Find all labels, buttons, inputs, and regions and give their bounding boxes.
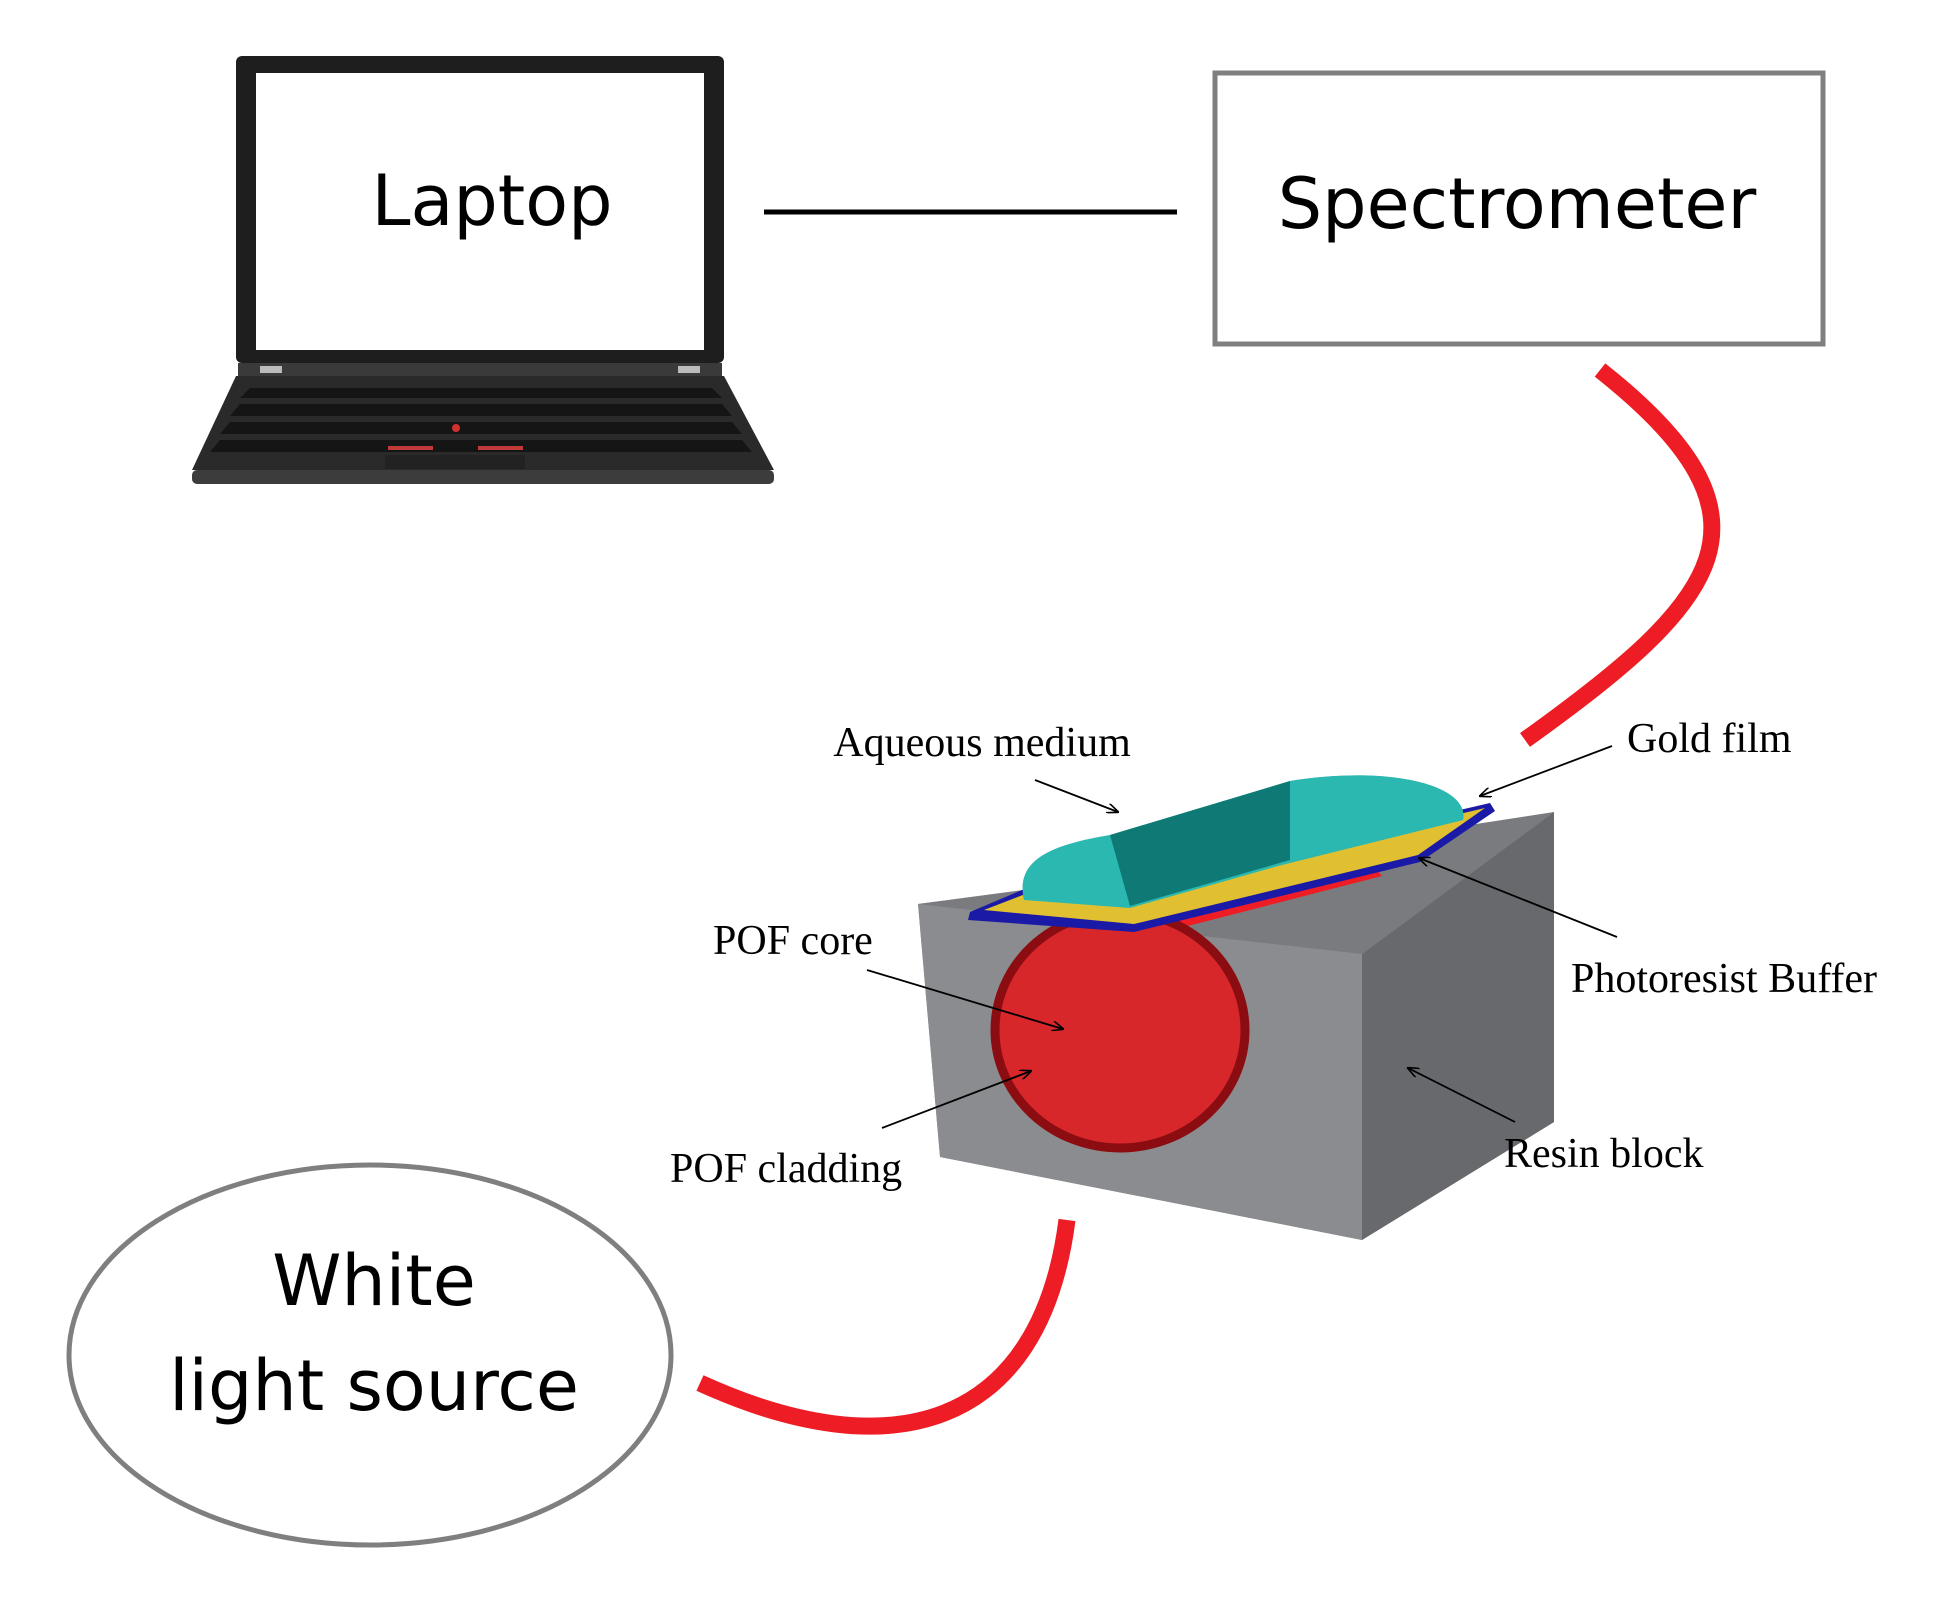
laptop-label: Laptop xyxy=(371,160,612,242)
spectrometer-label: Spectrometer xyxy=(1278,163,1757,245)
light-source-label-line2: light source xyxy=(169,1345,579,1427)
light-source-label-line1: White xyxy=(272,1240,476,1322)
pof-core-label: POF core xyxy=(713,918,873,964)
spectrometer-box: Spectrometer xyxy=(1212,70,1826,347)
photoresist-buffer-label: Photoresist Buffer xyxy=(1571,956,1877,1002)
laptop-screen xyxy=(256,73,704,350)
spr-sensor xyxy=(918,775,1554,1240)
pof-core xyxy=(990,907,1250,1153)
gold-film-label: Gold film xyxy=(1627,716,1792,762)
output-fiber xyxy=(1520,363,1721,747)
aqueous-medium-label: Aqueous medium xyxy=(833,720,1131,766)
resin-block-label: Resin block xyxy=(1504,1131,1703,1177)
laptop-icon: Laptop xyxy=(192,56,774,484)
light-source: White light source xyxy=(66,1162,674,1548)
input-fiber xyxy=(696,1218,1076,1435)
pof-cladding-label: POF cladding xyxy=(670,1146,902,1192)
